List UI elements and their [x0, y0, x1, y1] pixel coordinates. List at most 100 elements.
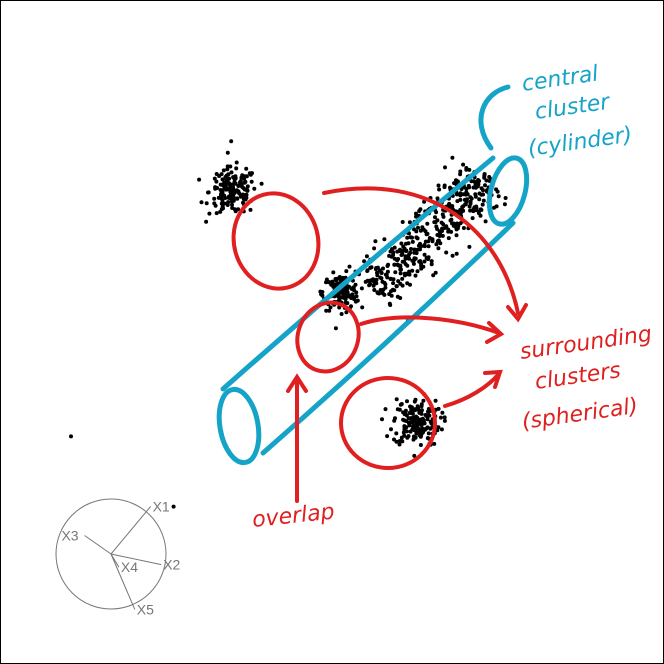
point-lower-right: [409, 410, 413, 415]
point-upper-left: [229, 182, 234, 187]
biplot-ray-x3: [84, 535, 112, 555]
point-central: [373, 239, 378, 244]
point-central: [426, 244, 431, 249]
point-central: [461, 162, 466, 167]
point-central: [440, 212, 445, 217]
point-upper-left: [218, 188, 223, 192]
point-lower-right: [422, 421, 427, 426]
point-lower-right: [411, 415, 416, 420]
point-central: [430, 237, 435, 242]
point-central: [416, 225, 420, 230]
point-central: [438, 231, 442, 236]
point-upper-left: [240, 173, 245, 178]
point-central: [411, 261, 416, 266]
point-central: [471, 185, 476, 190]
red-annotations: [231, 186, 528, 503]
point-central: [372, 288, 377, 292]
point-central: [502, 202, 507, 207]
point-middle: [344, 310, 349, 315]
point-central: [386, 262, 391, 267]
point-central: [388, 277, 393, 281]
point-upper-left: [234, 188, 239, 193]
point-lower-right: [412, 408, 417, 413]
point-middle: [343, 300, 348, 305]
point-central: [461, 208, 466, 213]
cylinder-bottom-cap: [216, 386, 262, 466]
middle-cluster-circle: [295, 300, 361, 374]
point-upper-left: [231, 197, 236, 202]
point-upper-left: [242, 180, 247, 185]
point-upper-left: [215, 186, 220, 190]
point-upper-left: [244, 166, 249, 171]
point-upper-left: [249, 179, 254, 184]
point-central: [467, 167, 472, 172]
point-middle: [360, 305, 365, 310]
point-central: [470, 216, 475, 221]
point-central: [381, 266, 385, 271]
point-lower-right: [418, 443, 423, 447]
point-central: [387, 301, 392, 306]
point-middle: [331, 270, 336, 275]
point-central: [454, 222, 458, 227]
point-central: [414, 211, 418, 216]
point-central: [406, 241, 411, 246]
central-label-line-2: cluster: [533, 89, 613, 124]
point-central: [347, 264, 352, 269]
point-upper-left: [199, 200, 204, 205]
point-central: [473, 194, 478, 199]
point-central: [415, 236, 420, 241]
point-central: [472, 205, 477, 210]
point-lower-right: [397, 407, 402, 412]
point-central: [396, 263, 401, 268]
point-central: [402, 271, 407, 276]
point-central: [467, 185, 472, 190]
point-central: [394, 284, 399, 289]
point-central: [426, 257, 430, 262]
point-upper-left: [224, 187, 228, 192]
point-central: [422, 199, 427, 204]
point-middle: [352, 297, 357, 302]
point-central: [477, 179, 481, 183]
point-lower-right: [412, 453, 417, 458]
biplot-ray-x2: [110, 553, 162, 566]
point-central: [464, 190, 469, 195]
point-central: [455, 199, 460, 204]
point-lower-right: [400, 439, 405, 444]
point-upper-left: [236, 184, 241, 188]
point-central: [364, 254, 369, 259]
point-central: [403, 256, 408, 261]
point-central: [410, 268, 415, 273]
point-central: [442, 226, 447, 231]
point-central: [408, 250, 413, 255]
point-central: [449, 229, 454, 234]
point-central: [444, 250, 449, 255]
point-central: [471, 179, 476, 184]
point-central: [458, 169, 463, 174]
point-central: [396, 257, 401, 261]
point-central: [460, 205, 465, 210]
point-central: [365, 268, 370, 273]
surrounding-label-line-1: surrounding: [518, 322, 653, 365]
point-lower-right: [439, 427, 444, 432]
point-middle: [320, 293, 325, 298]
point-lower-right: [404, 425, 409, 430]
point-central: [383, 282, 388, 287]
point-central: [433, 215, 437, 220]
point-central: [392, 262, 397, 267]
arrow-from-lower-right: [443, 373, 500, 408]
point-central: [412, 247, 417, 252]
point-central: [417, 209, 422, 213]
point-upper-left: [235, 196, 240, 201]
point-lower-right: [432, 441, 437, 446]
point-lower-right: [429, 421, 434, 426]
point-central: [425, 221, 430, 226]
biplot-label-x2: X2: [163, 557, 180, 573]
point-central: [385, 269, 390, 274]
point-central: [422, 259, 427, 264]
point-lower-right: [416, 431, 421, 436]
point-central: [436, 246, 441, 251]
point-central: [450, 155, 455, 160]
point-lower-right: [404, 419, 409, 424]
point-central: [398, 281, 403, 286]
upper-left-cluster-circle: [231, 191, 321, 291]
